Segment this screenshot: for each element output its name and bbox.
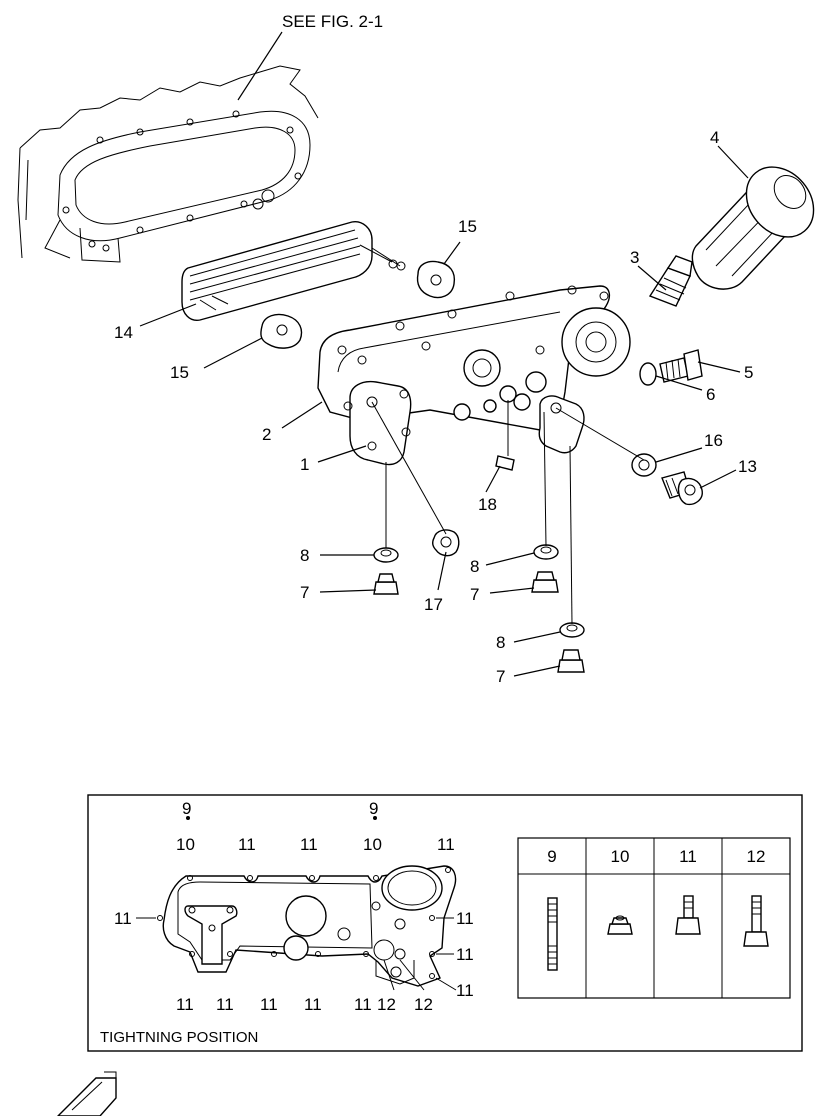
callout-8-a: 8 (300, 546, 309, 565)
washer-8-b (533, 544, 559, 560)
stud-icon (547, 897, 558, 971)
oil-pressure-switch (648, 255, 693, 307)
table-header-10: 10 (611, 847, 630, 866)
callout-15-upper: 15 (458, 217, 477, 236)
callout-17: 17 (424, 595, 443, 614)
pos-12-b: 12 (414, 995, 433, 1014)
pos-11-right-a: 11 (456, 909, 474, 928)
pos-11-top-a: 11 (238, 835, 256, 854)
pos-9-right: 9 (369, 799, 378, 818)
callout-4: 4 (710, 128, 719, 147)
oil-cooler-cover (317, 285, 631, 466)
callout-1: 1 (300, 455, 309, 474)
pos-10-left: 10 (176, 835, 195, 854)
callout-16: 16 (704, 431, 723, 450)
leader-lines (139, 145, 749, 677)
pos-11-top-b: 11 (300, 835, 318, 854)
washer-16 (631, 453, 657, 477)
washer-8-c (559, 622, 585, 638)
plug-17 (431, 529, 460, 557)
callout-7-b: 7 (470, 585, 479, 604)
callout-15-lower: 15 (170, 363, 189, 382)
oil-filter (691, 166, 815, 290)
callout-2: 2 (262, 425, 271, 444)
callout-13: 13 (738, 457, 757, 476)
flange-nut-icon (607, 915, 633, 935)
callout-5: 5 (744, 363, 753, 382)
pos-11-left: 11 (114, 909, 132, 928)
drain-fitting (639, 349, 703, 386)
pos-11-top-c: 11 (437, 835, 455, 854)
flange-bolt-short-icon (675, 895, 701, 935)
callout-7-a: 7 (300, 583, 309, 602)
pos-11-bottom-c: 11 (260, 995, 278, 1014)
callout-6: 6 (706, 385, 715, 404)
gasket-upper (416, 260, 456, 299)
washer-8-a (373, 547, 399, 563)
pos-11-right-b: 11 (456, 945, 474, 964)
table-header-12: 12 (747, 847, 766, 866)
callout-8-b: 8 (470, 557, 479, 576)
fastener-table (517, 837, 791, 999)
fwd-arrow-icon (57, 1071, 117, 1116)
pos-12-a: 12 (377, 995, 396, 1014)
callout-14: 14 (114, 323, 133, 342)
callout-3: 3 (630, 248, 639, 267)
pos-11-bottom-d: 11 (304, 995, 322, 1014)
gasket-lower (260, 313, 303, 349)
plug-7-b (531, 571, 559, 593)
cover-plan-view (136, 816, 457, 991)
callout-7-c: 7 (496, 667, 505, 686)
dowel-pin (495, 455, 515, 471)
banjo-bolt (661, 471, 703, 506)
pos-10-right: 10 (363, 835, 382, 854)
plug-7-c (557, 649, 585, 673)
see-fig-reference: SEE FIG. 2-1 (282, 12, 383, 31)
tightening-caption: TIGHTNING POSITION (100, 1029, 258, 1046)
table-header-11: 11 (679, 847, 697, 866)
pos-11-bottom-e: 11 (354, 995, 372, 1014)
flange-bolt-long-icon (743, 895, 769, 947)
callout-18: 18 (478, 495, 497, 514)
plug-7-a (373, 573, 399, 595)
pos-9-left: 9 (182, 799, 191, 818)
pos-11-right-c: 11 (456, 981, 474, 1000)
pos-11-bottom-a: 11 (176, 995, 194, 1014)
table-header-9: 9 (547, 847, 556, 866)
pos-11-bottom-b: 11 (216, 995, 234, 1014)
callout-8-c: 8 (496, 633, 505, 652)
engine-block-outline (17, 65, 319, 263)
oil-cooler (181, 221, 406, 321)
reference-leader (237, 31, 283, 101)
